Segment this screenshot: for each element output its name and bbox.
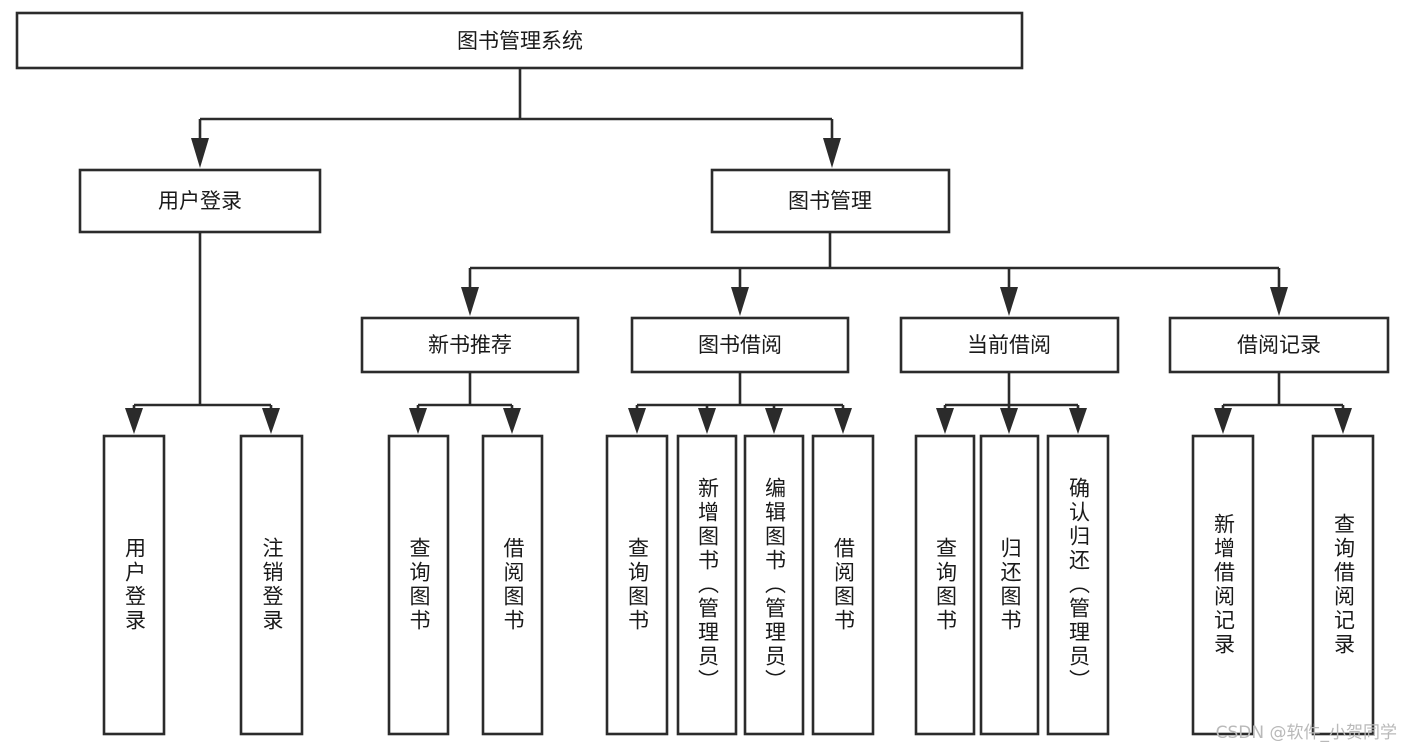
node-current-borrow[interactable] [899,316,1120,374]
arrow-head-leaf-user-logout [262,408,280,434]
arrow-head-leaf-borrow-borrow [834,408,852,434]
label-current-borrow: 当前借阅 [967,333,1051,357]
connector-root-to-level2 [191,68,841,168]
label-book-management: 图书管理 [788,189,872,213]
arrow-head-book-borrow [731,287,749,316]
connector-borrow-record-to-leaves [1214,372,1352,434]
arrow-head-leaf-recommend-query [409,408,427,434]
leaf-current-confirm-return-admin[interactable] [1046,434,1110,736]
label-user-login: 用户登录 [158,189,242,213]
leaf-user-login-logout[interactable] [239,434,304,736]
arrow-head-leaf-borrow-add [698,408,716,434]
connector-book-borrow-to-leaves [628,372,852,434]
leaf-record-query-record[interactable] [1311,434,1375,736]
arrow-head-leaf-record-add [1214,408,1232,434]
leaf-recommend-borrow-book[interactable] [481,434,544,736]
connector-user-login-to-leaves [125,232,280,434]
leaf-borrow-edit-book-admin[interactable] [743,434,805,736]
leaf-borrow-query-book[interactable] [605,434,669,736]
arrow-head-leaf-current-return [1000,408,1018,434]
arrow-head-leaf-borrow-query [628,408,646,434]
connector-new-book-recommend-to-leaves [409,372,521,434]
arrow-head-user-login [191,138,209,168]
label-new-book-recommend: 新书推荐 [428,333,512,357]
leaf-record-add-record[interactable] [1191,434,1255,736]
arrow-head-current-borrow [1000,287,1018,316]
label-book-borrow: 图书借阅 [698,333,782,357]
leaf-current-query-book[interactable] [914,434,976,736]
arrow-head-leaf-current-query [936,408,954,434]
node-user-login[interactable] [78,168,322,234]
node-new-book-recommend[interactable] [360,316,580,374]
node-root-book-management-system[interactable] [15,11,1024,70]
arrow-head-leaf-user-login [125,408,143,434]
arrow-head-leaf-current-confirm [1069,408,1087,434]
arrow-head-new-book-recommend [461,287,479,316]
leaf-borrow-borrow-book[interactable] [811,434,875,736]
arrow-head-borrow-record [1270,287,1288,316]
arrow-head-leaf-borrow-edit [765,408,783,434]
label-borrow-record: 借阅记录 [1237,333,1321,357]
label-root: 图书管理系统 [457,29,583,53]
leaf-recommend-query-book[interactable] [387,434,450,736]
leaf-user-login-login[interactable] [102,434,166,736]
arrow-head-leaf-record-query [1334,408,1352,434]
leaf-borrow-add-book-admin[interactable] [676,434,738,736]
connector-current-borrow-to-leaves [936,372,1087,434]
connector-book-management-to-level3 [461,232,1288,316]
leaf-current-return-book[interactable] [979,434,1040,736]
arrow-head-leaf-recommend-borrow [503,408,521,434]
watermark-text: CSDN @软件_小贺同学 [1215,723,1397,743]
arrow-head-book-management [823,138,841,168]
